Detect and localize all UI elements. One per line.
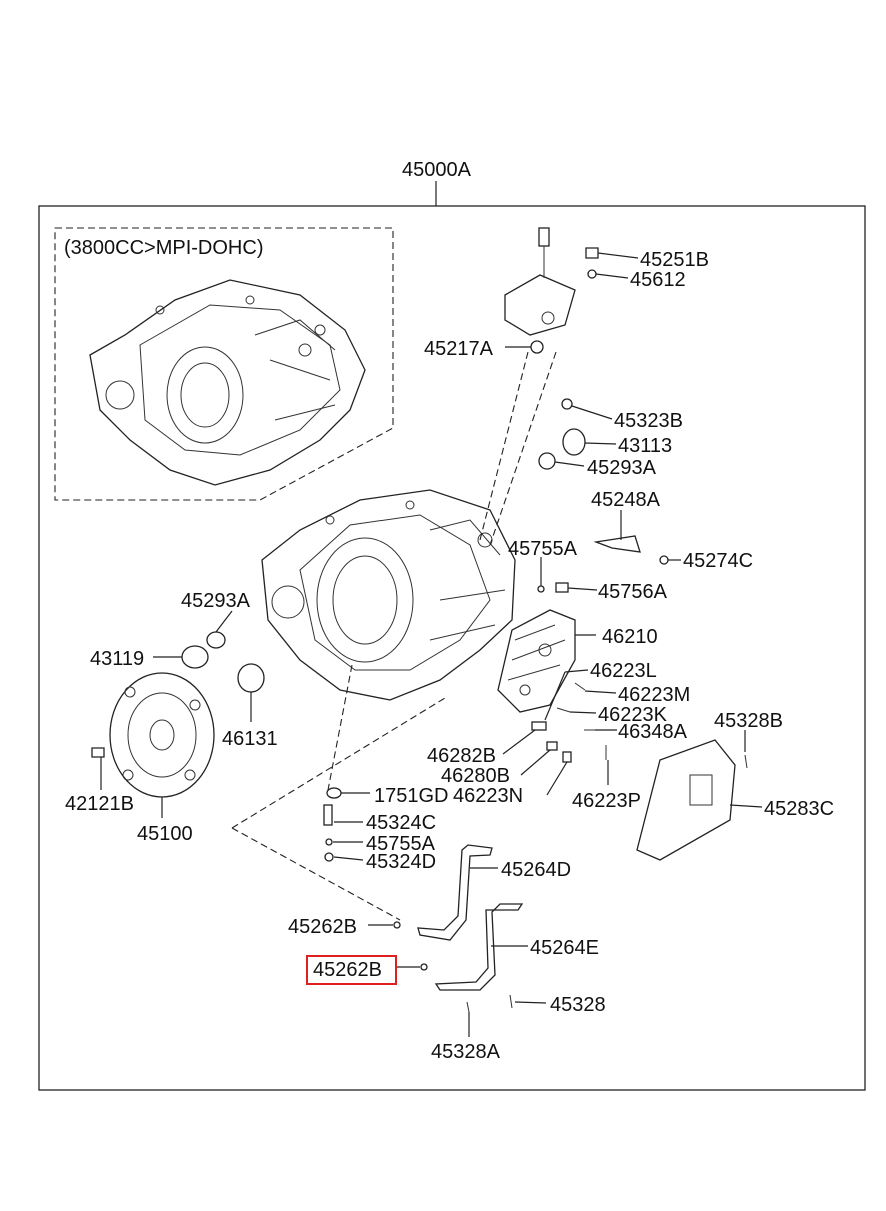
bolt-45328A: [466, 1001, 470, 1013]
variant-note: (3800CC>MPI-DOHC): [64, 237, 263, 259]
label-43119[interactable]: 43119: [90, 648, 144, 670]
label-45283C[interactable]: 45283C: [764, 798, 834, 820]
oring-45262B-lower: [420, 963, 428, 971]
seal-43113: [562, 428, 586, 456]
seal-46131: [237, 663, 265, 693]
label-45324D[interactable]: 45324D: [366, 851, 436, 873]
highlight-box: [306, 955, 397, 985]
label-42121B[interactable]: 42121B: [65, 793, 134, 815]
label-1751GD[interactable]: 1751GD: [374, 785, 449, 807]
main-transaxle-case: [261, 489, 516, 701]
label-45251B[interactable]: 45251B: [640, 249, 709, 271]
oring-45755A-top: [537, 585, 545, 593]
oil-pan-45283C: [636, 739, 736, 861]
label-46223P[interactable]: 46223P: [572, 790, 641, 812]
label-46223M[interactable]: 46223M: [618, 684, 690, 706]
label-46280B[interactable]: 46280B: [441, 765, 510, 787]
part-46282B: [531, 721, 547, 731]
plug-45324C: [323, 804, 333, 826]
label-45217A[interactable]: 45217A: [424, 338, 494, 360]
bolt-42121B: [91, 747, 105, 758]
label-46223N[interactable]: 46223N: [453, 785, 523, 807]
oring-45293A-top: [538, 452, 556, 470]
washer-1751GD: [326, 787, 342, 799]
label-45264E[interactable]: 45264E: [530, 937, 599, 959]
inset-transaxle-case: [89, 279, 366, 486]
label-46210[interactable]: 46210: [602, 626, 658, 648]
torque-converter-45100: [109, 672, 215, 798]
bolt-46223N: [562, 751, 572, 763]
label-45612[interactable]: 45612: [630, 269, 686, 291]
label-46131[interactable]: 46131: [222, 728, 278, 750]
label-45328[interactable]: 45328: [550, 994, 606, 1016]
part-46280B: [546, 741, 558, 751]
lower-dashed-guide-2: [231, 827, 401, 921]
oring-45755A-bottom: [325, 838, 333, 846]
label-45262B-upper[interactable]: 45262B: [288, 916, 357, 938]
variant-inset-frame: [54, 227, 394, 501]
bolt-45328: [509, 994, 513, 1009]
solenoid-assembly: [504, 227, 599, 354]
label-45248A[interactable]: 45248A: [591, 489, 661, 511]
label-45264D[interactable]: 45264D: [501, 859, 571, 881]
bolt-46223K: [556, 707, 571, 713]
label-46348A[interactable]: 46348A: [618, 721, 688, 743]
assembly-number-label[interactable]: 45000A: [402, 159, 472, 181]
plug-45324D: [324, 852, 334, 862]
label-45100[interactable]: 45100: [137, 823, 193, 845]
leader-lines: [100, 252, 763, 1037]
label-45328A[interactable]: 45328A: [431, 1041, 501, 1063]
oring-45323B: [561, 398, 573, 410]
label-45293A-left[interactable]: 45293A: [181, 590, 251, 612]
bolt-45328B: [744, 754, 748, 769]
cooler-pipes: [417, 844, 524, 991]
label-45328B[interactable]: 45328B: [714, 710, 783, 732]
label-43113[interactable]: 43113: [618, 435, 672, 457]
label-45262B-lower[interactable]: 45262B: [313, 959, 382, 981]
valve-body-46210: [497, 609, 576, 713]
lower-dashed-guide-1: [231, 697, 446, 829]
label-46223K[interactable]: 46223K: [598, 704, 668, 726]
plug-45756A: [555, 582, 569, 593]
oring-45293A-left: [206, 631, 226, 649]
assembly-frame: [38, 205, 866, 1091]
label-45274C[interactable]: 45274C: [683, 550, 753, 572]
plug-45274C: [659, 555, 669, 565]
label-45323B[interactable]: 45323B: [614, 410, 683, 432]
label-46223L[interactable]: 46223L: [590, 660, 657, 682]
label-45293A-top[interactable]: 45293A: [587, 457, 657, 479]
label-46282B[interactable]: 46282B: [427, 745, 496, 767]
label-45755A-top[interactable]: 45755A: [508, 538, 578, 560]
solenoid-dashed-guide: [479, 351, 557, 546]
seal-43119: [181, 645, 209, 669]
label-45324C[interactable]: 45324C: [366, 812, 436, 834]
bracket-45248A: [593, 535, 641, 553]
oring-45262B-upper: [393, 921, 401, 929]
bolt-46223M: [574, 682, 586, 691]
label-45756A[interactable]: 45756A: [598, 581, 668, 603]
label-45755A-bottom[interactable]: 45755A: [366, 833, 436, 855]
